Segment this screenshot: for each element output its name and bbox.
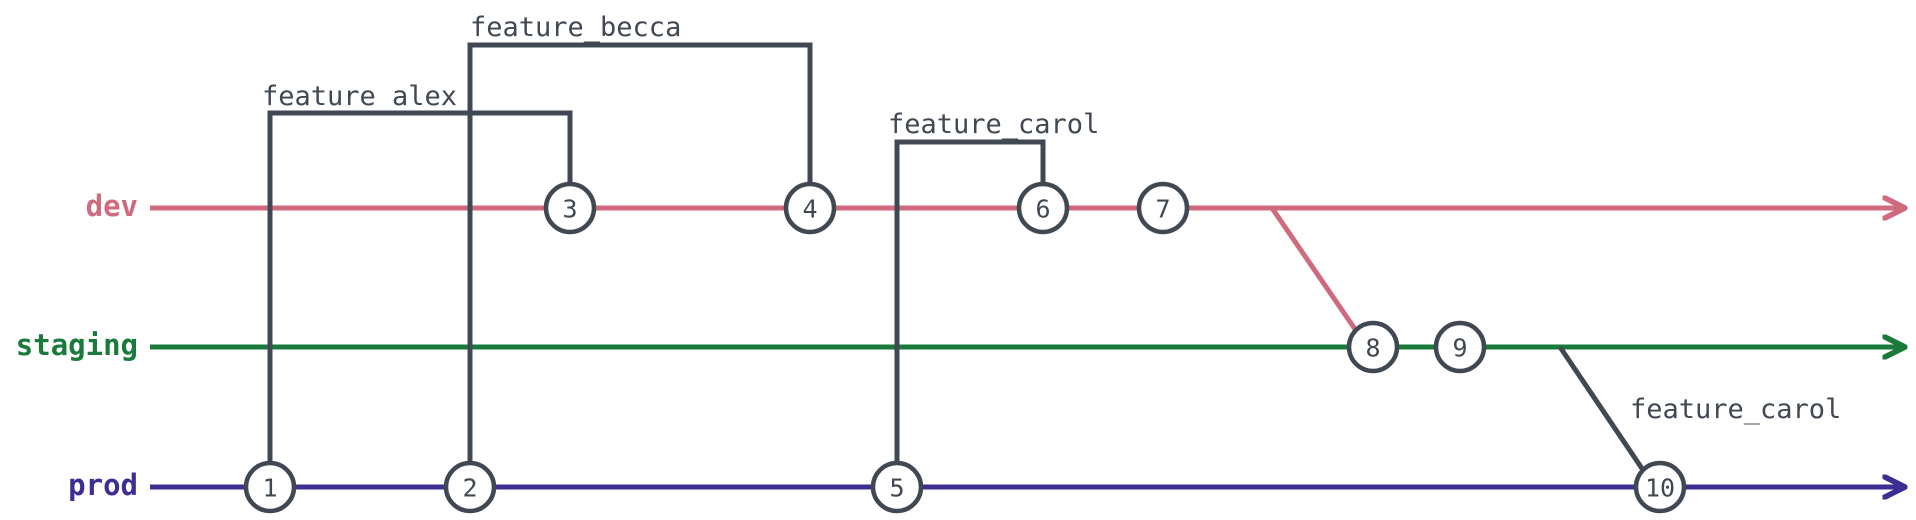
commit-label-1: 1: [262, 474, 277, 503]
branch-label-feature_carol_bottom: feature_carol: [1630, 394, 1841, 425]
commit-node-2[interactable]: 2: [443, 460, 497, 514]
branch-label-feature_carol_top: feature_carol: [888, 109, 1099, 140]
commit-circle-1[interactable]: [243, 460, 297, 514]
commit-circle-7[interactable]: [1136, 181, 1190, 235]
commit-label-9: 9: [1452, 334, 1467, 363]
branch-path-feature_becca: [467, 42, 813, 487]
commit-label-4: 4: [802, 195, 817, 224]
commit-label-2: 2: [462, 474, 477, 503]
commit-node-6[interactable]: 6: [1016, 181, 1070, 235]
branch-labels-group: feature_alexfeature_beccafeature_carolfe…: [262, 12, 1841, 425]
branch-label-feature_alex: feature_alex: [262, 81, 457, 112]
commit-label-7: 7: [1155, 195, 1170, 224]
lane-labels-group: dev staging prod: [16, 189, 138, 502]
commit-circle-10[interactable]: [1633, 460, 1687, 514]
branch-label-feature_becca: feature_becca: [470, 12, 681, 43]
commit-label-6: 6: [1035, 195, 1050, 224]
merge-paths-group: [1269, 206, 1360, 334]
commit-circle-8[interactable]: [1346, 320, 1400, 374]
branch-paths-group: [267, 42, 1646, 487]
lane-lines-group: [150, 208, 1900, 487]
commit-node-3[interactable]: 3: [543, 181, 597, 235]
commit-circle-5[interactable]: [870, 460, 924, 514]
commit-circle-3[interactable]: [543, 181, 597, 235]
branch-path-feature_carol_top: [894, 139, 1046, 487]
branch-path-feature_alex: [267, 110, 573, 487]
commit-node-7[interactable]: 7: [1136, 181, 1190, 235]
lane-label-staging: staging: [16, 328, 138, 362]
lane-label-dev: dev: [86, 189, 138, 223]
lane-label-prod: prod: [68, 468, 138, 502]
commit-node-1[interactable]: 1: [243, 460, 297, 514]
commit-node-9[interactable]: 9: [1433, 320, 1487, 374]
commit-node-10[interactable]: 10: [1633, 460, 1687, 514]
commit-node-5[interactable]: 5: [870, 460, 924, 514]
commit-circle-6[interactable]: [1016, 181, 1070, 235]
commit-circle-4[interactable]: [783, 181, 837, 235]
commit-node-8[interactable]: 8: [1346, 320, 1400, 374]
commit-label-3: 3: [562, 195, 577, 224]
merge-path-dev-to-staging: [1269, 206, 1360, 334]
commit-circle-9[interactable]: [1433, 320, 1487, 374]
commit-circle-2[interactable]: [443, 460, 497, 514]
commit-label-8: 8: [1365, 334, 1380, 363]
commit-node-4[interactable]: 4: [783, 181, 837, 235]
commit-label-10: 10: [1645, 474, 1675, 503]
commit-nodes-group: 1 2 3 4 5 6 7 8 9 10: [243, 181, 1687, 514]
branch-path-feature_carol_bottom: [1557, 345, 1646, 472]
commit-label-5: 5: [889, 474, 904, 503]
